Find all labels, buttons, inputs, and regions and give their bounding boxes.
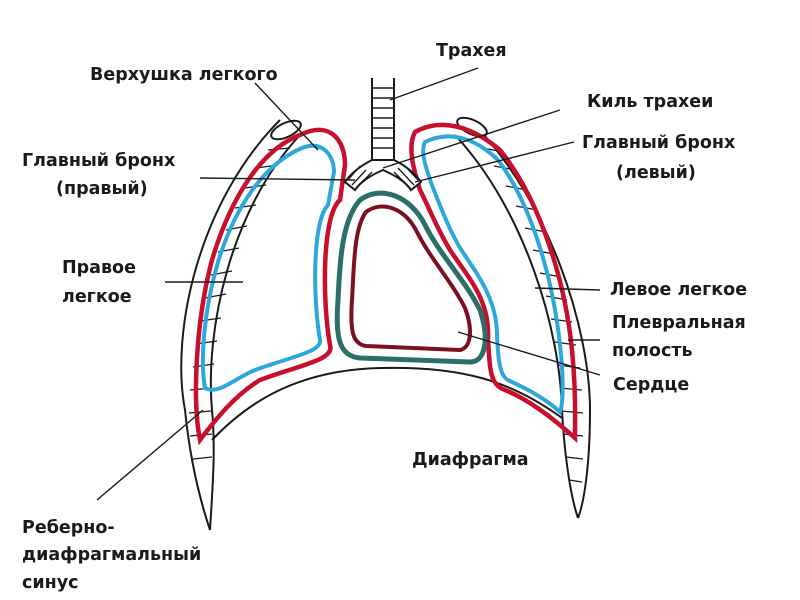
label-main-bronchus-right-2: (правый)	[56, 179, 148, 199]
leader-left-lung	[534, 287, 601, 291]
right-parietal-pleura	[193, 127, 348, 446]
labels: Трахея Верхушка легкого Киль трахеи Глав…	[22, 41, 747, 593]
trachea-shape	[371, 78, 395, 160]
label-main-bronchus-left-2: (левый)	[616, 163, 696, 183]
label-trachea: Трахея	[436, 41, 507, 61]
label-pleural-cavity-2: полость	[612, 341, 693, 361]
label-diaphragm: Диафрагма	[412, 450, 529, 470]
label-left-lung: Левое легкое	[610, 280, 747, 300]
label-sinus-3: синус	[22, 573, 79, 593]
label-sinus-2: диафрагмальный	[22, 545, 201, 565]
heart-outline	[349, 204, 473, 353]
label-right-lung-1: Правое	[62, 258, 136, 278]
leader-heart	[457, 331, 601, 376]
pericardium-outer	[334, 190, 488, 365]
leader-main-bronchus-right	[199, 177, 356, 181]
label-main-bronchus-left-1: Главный бронх	[582, 133, 736, 153]
bronchi-shape	[343, 159, 423, 192]
right-visceral-pleura	[200, 143, 337, 392]
label-pleural-cavity-1: Плевральная	[612, 313, 746, 333]
leader-sinus	[96, 409, 204, 501]
leader-lung-apex	[254, 82, 319, 151]
leader-main-bronchus-left	[414, 141, 575, 183]
diaphragm-line	[211, 366, 563, 441]
label-main-bronchus-right-1: Главный бронх	[22, 151, 176, 171]
left-visceral-pleura	[421, 134, 565, 416]
label-sinus-1: Реберно-	[22, 518, 115, 538]
label-lung-apex: Верхушка легкого	[90, 65, 278, 85]
leader-carina	[382, 109, 561, 169]
leader-lines	[96, 67, 601, 501]
leader-trachea	[389, 67, 479, 101]
label-right-lung-2: легкое	[62, 287, 132, 307]
chest-wall-right	[180, 119, 302, 531]
left-parietal-pleura	[409, 122, 578, 444]
label-carina: Киль трахеи	[587, 92, 713, 112]
label-heart: Сердце	[613, 375, 689, 395]
